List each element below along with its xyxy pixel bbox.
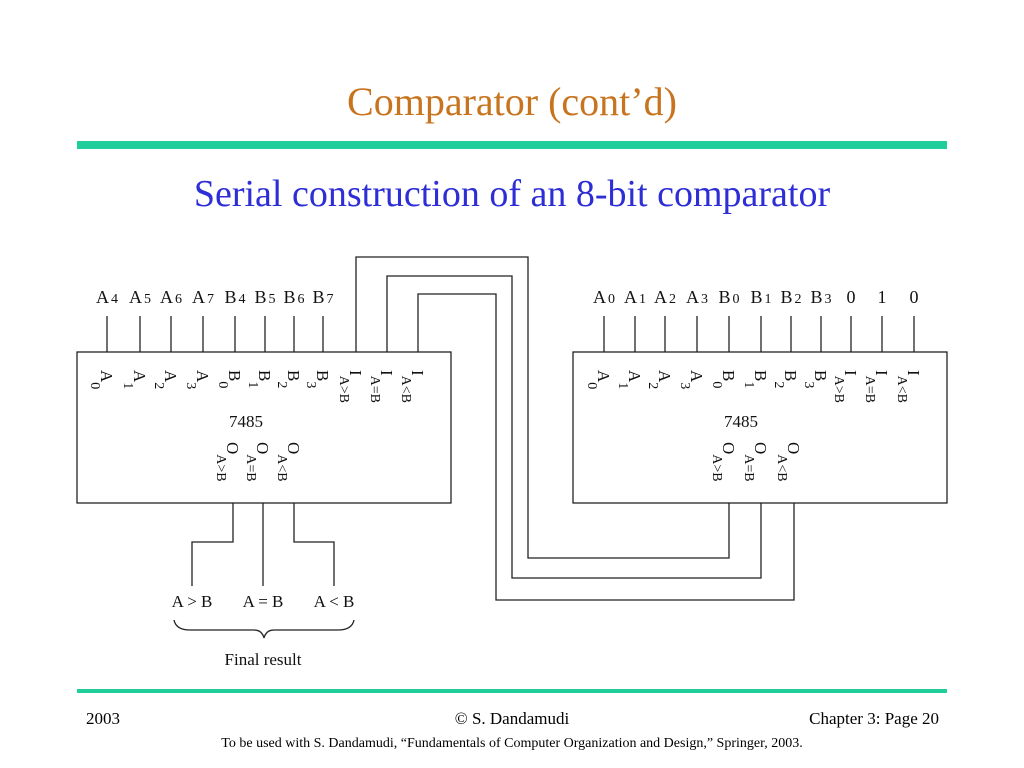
left-output-A=B: OA=B xyxy=(243,442,272,482)
left-pin-A2: A2 xyxy=(151,370,180,389)
result-label-2: A < B xyxy=(314,592,355,611)
right-pin-B2: B2 xyxy=(771,370,800,388)
right-pin-B3: B3 xyxy=(801,370,830,388)
labels: A0A1A2A3B0B1B2B3IA>BIA=BIA<B7485OA>BOA=B… xyxy=(87,287,923,669)
right-chip-body xyxy=(572,351,948,504)
right-pin-A3: A3 xyxy=(677,370,706,389)
title-divider xyxy=(77,141,947,149)
footer-divider xyxy=(77,689,947,693)
result-brace xyxy=(173,619,355,639)
left-pin-B1: B1 xyxy=(245,370,274,388)
footer-author: © S. Dandamudi xyxy=(454,709,570,728)
right-chip-name: 7485 xyxy=(724,412,758,431)
right-output-A<B: OA<B xyxy=(774,442,803,482)
right-pin-A1: A1 xyxy=(615,370,644,389)
footer-page-number: Chapter 3: Page 20 xyxy=(809,709,939,728)
footer-citation: To be used with S. Dandamudi, “Fundament… xyxy=(221,736,803,751)
right-input-label-8: 0 xyxy=(847,287,856,307)
left-pin-A1: A1 xyxy=(120,370,149,389)
right-output-A>B: OA>B xyxy=(709,442,738,482)
chips xyxy=(76,351,948,504)
cascade-wire-a-eq-b xyxy=(386,275,762,579)
right-pin-A0: A0 xyxy=(584,370,613,389)
left-pin-A3: A3 xyxy=(183,370,212,389)
slide-title: Comparator (cont’d) xyxy=(347,79,677,124)
left-pin-IA>B: IA>B xyxy=(336,370,365,403)
left-pin-A0: A0 xyxy=(87,370,116,389)
cascade-wire-a-gt-b xyxy=(355,256,730,559)
left-pin-B2: B2 xyxy=(274,370,303,388)
right-pin-B0: B0 xyxy=(709,370,738,388)
left-pin-B0: B0 xyxy=(215,370,244,388)
left-pin-IA<B: IA<B xyxy=(398,370,427,403)
left-pin-IA=B: IA=B xyxy=(367,370,396,403)
cascade-wire-a-lt-b xyxy=(417,293,795,601)
right-input-label-9: 1 xyxy=(878,287,887,307)
right-pin-IA>B: IA>B xyxy=(831,370,860,403)
result-caption: Final result xyxy=(225,650,302,669)
left-chip-name: 7485 xyxy=(229,412,263,431)
result-label-1: A = B xyxy=(243,592,284,611)
result-wire-a-lt-b xyxy=(293,503,335,586)
right-pin-IA<B: IA<B xyxy=(894,370,923,403)
left-pin-B3: B3 xyxy=(303,370,332,388)
right-pin-A2: A2 xyxy=(645,370,674,389)
wires xyxy=(106,256,915,639)
right-pin-B1: B1 xyxy=(741,370,770,388)
right-output-A=B: OA=B xyxy=(741,442,770,482)
result-wire-a-gt-b xyxy=(191,503,234,586)
left-chip-body xyxy=(76,351,452,504)
slide-subtitle: Serial construction of an 8-bit comparat… xyxy=(193,173,831,215)
left-output-A>B: OA>B xyxy=(213,442,242,482)
right-input-label-10: 0 xyxy=(910,287,919,307)
right-pin-IA=B: IA=B xyxy=(862,370,891,403)
result-label-0: A > B xyxy=(172,592,213,611)
left-output-A<B: OA<B xyxy=(274,442,303,482)
footer-year: 2003 xyxy=(86,709,120,728)
